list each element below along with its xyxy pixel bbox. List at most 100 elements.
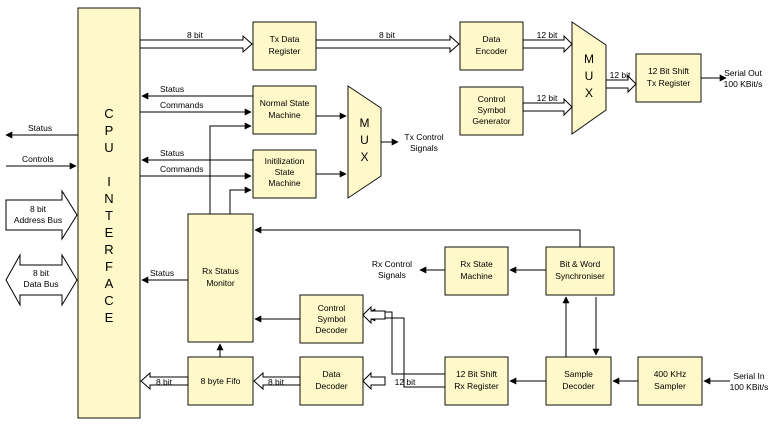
mux-letter: X: [585, 86, 593, 100]
serial-out-label: Serial Out: [724, 68, 762, 78]
block-label-line: Rx State: [460, 259, 493, 269]
block-label-line: Normal State: [260, 98, 310, 108]
bus-width-label: 8 bit: [379, 30, 396, 40]
cpu-interface-letter: E: [105, 225, 114, 240]
bus-width-label: 12 bit: [395, 377, 416, 387]
bus-width-label: 8 bit: [268, 377, 285, 387]
sync-to-monitor-wire: [254, 226, 581, 247]
bus-shift-to-csd: [362, 305, 386, 325]
block-label-line: Bit & Word: [560, 259, 601, 269]
block-label-line: State: [275, 167, 295, 177]
block-label-line: Sampler: [654, 381, 686, 391]
bit-word-synchroniser-block: Bit & Word Synchroniser: [545, 246, 615, 296]
serial-out-label: 100 KBit/s: [724, 79, 763, 89]
left-signal-label: Controls: [22, 154, 54, 164]
control-mux: M U X: [347, 85, 382, 199]
signal-label: Status: [160, 148, 184, 158]
bus-width-label: 8 bit: [187, 30, 204, 40]
init-state-machine-block: Initilization State Machine: [252, 149, 317, 199]
sample-decoder-block: Sample Decoder: [545, 356, 612, 406]
rx-status-monitor-block: Rx Status Monitor: [187, 213, 254, 343]
sampler-block: 400 KHz Sampler: [637, 356, 703, 406]
rx-control-label: Rx Control: [372, 259, 412, 269]
monitor-to-init-wire: [229, 186, 252, 214]
cpu-interface-letter: I: [107, 174, 111, 189]
bus-csg-to-mux: [522, 97, 573, 117]
block-label-line: Data: [483, 34, 501, 44]
normal-state-machine-block: Normal State Machine: [252, 85, 317, 135]
cpu-interface-letter: R: [104, 242, 113, 257]
address-bus-label: 8 bit: [30, 204, 47, 214]
data-bus-arrow: [5, 253, 78, 307]
block-label-line: Generator: [472, 116, 510, 126]
cpu-interface-letter: U: [104, 140, 113, 155]
bus-txreg-to-encoder: [315, 34, 460, 54]
block-label-line: Machine: [268, 178, 300, 188]
cpu-interface-letter: A: [105, 276, 114, 291]
block-label-line: Control: [318, 303, 346, 313]
block-label-line: Register: [269, 46, 301, 56]
bus-fifo-to-cpu: [140, 371, 189, 391]
block-label-line: 8 byte Fifo: [201, 376, 241, 386]
tx-data-register-block: Tx Data Register: [252, 21, 317, 71]
data-decoder-block: Data Decoder: [299, 356, 364, 406]
bus-shift-to-data-decoder: [362, 371, 386, 391]
block-label-line: Machine: [460, 271, 492, 281]
rx-control-label: Signals: [378, 270, 406, 280]
block-label-line: Decoder: [315, 381, 347, 391]
data-encoder-block: Data Encoder: [459, 21, 524, 71]
signal-label: Commands: [160, 100, 203, 110]
cpu-interface-letter: F: [105, 259, 113, 274]
shift-to-csd-wire: [368, 314, 445, 388]
cpu-interface-letter: C: [104, 106, 113, 121]
data-bus-label: Data Bus: [24, 279, 59, 289]
cpu-interface-letter: E: [105, 310, 114, 325]
shift-to-data-decoder-wire: [368, 308, 445, 375]
bus-decoder-to-fifo: [253, 371, 301, 391]
bus-encoder-to-mux: [522, 34, 573, 54]
block-label-line: Synchroniser: [555, 271, 605, 281]
bus-mux-to-shift: [605, 74, 637, 94]
signal-label: Status: [150, 268, 174, 278]
cpu-interface-letter: C: [104, 293, 113, 308]
block-label-line: Machine: [268, 110, 300, 120]
serial-in-label: 100 KBit/s: [730, 382, 769, 392]
bus-width-label: 8 bit: [156, 377, 173, 387]
block-label-line: Symbol: [317, 314, 345, 324]
mux-letter: X: [360, 150, 368, 164]
data-bus-label: 8 bit: [33, 268, 50, 278]
bus-width-label: 12 bit: [610, 70, 631, 80]
mux-letter: M: [584, 52, 594, 66]
signal-label: Status: [160, 84, 184, 94]
block-label-line: 400 KHz: [654, 369, 687, 379]
tx-mux: M U X: [571, 21, 607, 135]
control-symbol-decoder-block: Control Symbol Decoder: [299, 294, 364, 344]
block-label-line: Monitor: [206, 278, 235, 288]
tx-control-label: Tx Control: [404, 132, 443, 142]
cpu-interface-letter: T: [105, 208, 113, 223]
block-label-line: Rx Register: [454, 381, 499, 391]
block-label-line: Initilization: [265, 156, 305, 166]
shift-rx-register-block: 12 Bit Shift Rx Register: [444, 356, 509, 406]
signal-label: Commands: [160, 164, 203, 174]
mux-letter: M: [360, 116, 370, 130]
block-label-line: Decoder: [562, 381, 594, 391]
block-label-line: Control: [478, 94, 506, 104]
block-label-line: Tx Register: [647, 78, 691, 88]
fifo-block: 8 byte Fifo: [187, 356, 254, 406]
block-label-line: Symbol: [477, 105, 505, 115]
serial-in-label: Serial In: [733, 371, 764, 381]
block-label-line: Rx Status: [202, 266, 239, 276]
control-symbol-generator-block: Control Symbol Generator: [459, 86, 524, 136]
rx-state-machine-block: Rx State Machine: [444, 246, 509, 296]
address-bus-label: Address Bus: [14, 215, 62, 225]
block-label-line: 12 Bit Shift: [456, 369, 498, 379]
mux-letter: U: [585, 69, 594, 83]
bus-cpu-to-txreg: [139, 34, 253, 54]
block-label-line: 12 Bit Shift: [648, 66, 690, 76]
cpu-interface-letter: P: [105, 123, 114, 138]
cpu-interface-letter: N: [104, 191, 113, 206]
